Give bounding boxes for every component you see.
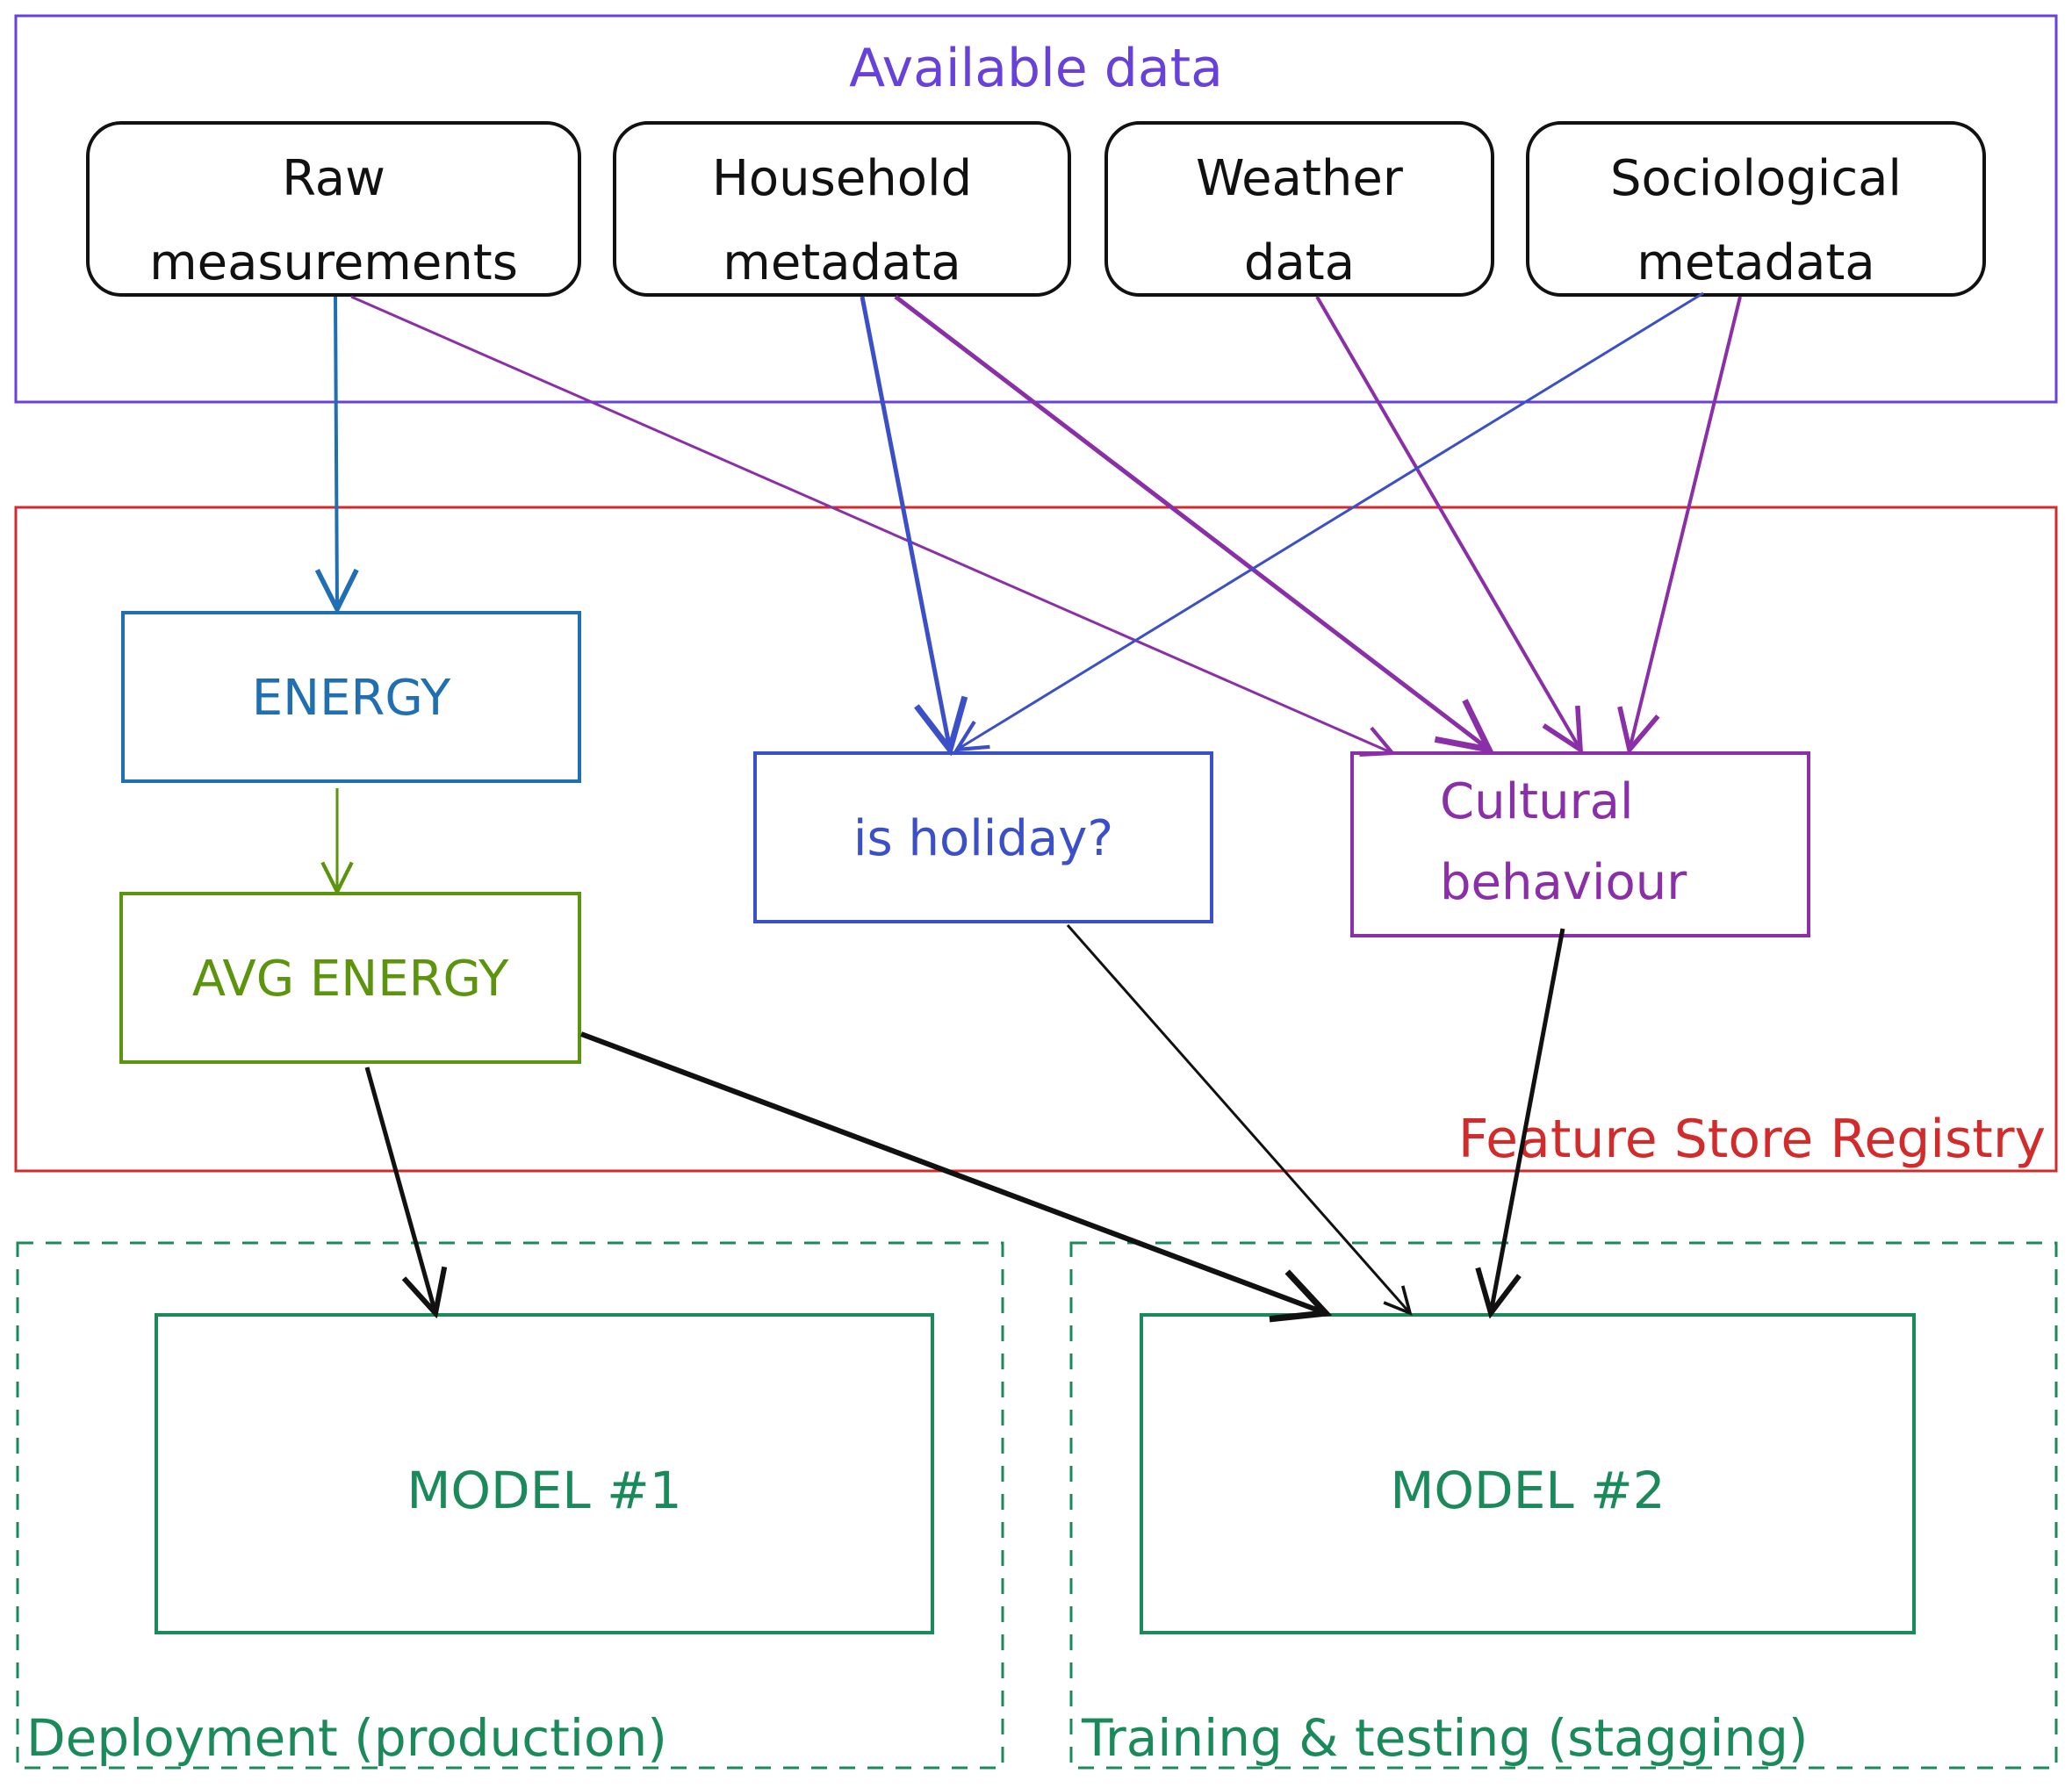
feature-is-holiday-label: is holiday? [853, 810, 1113, 867]
feature-store-registry-frame [14, 506, 2058, 1173]
arrow-sociological-to-cultural [1630, 296, 1742, 750]
deployment-production-label: Deployment (production) [26, 1708, 667, 1768]
source-household-metadata[interactable]: Household metadata [613, 121, 1071, 297]
feature-cultural-behaviour[interactable]: Cultural behaviour [1350, 751, 1810, 937]
feature-energy-label: ENERGY [252, 670, 451, 727]
feature-energy[interactable]: ENERGY [121, 611, 581, 783]
source-label-line2: data [1244, 234, 1355, 291]
arrow-raw-to-cultural [350, 295, 1392, 753]
source-weather-data[interactable]: Weather data [1104, 121, 1494, 297]
deployment-production-frame [16, 1241, 1004, 1770]
arrow-holiday-to-model-2 [1066, 924, 1410, 1313]
model-2-label: MODEL #2 [1390, 1461, 1665, 1520]
source-label-line1: Raw [282, 150, 385, 207]
source-raw-measurements[interactable]: Raw measurements [86, 121, 581, 297]
feature-cultural-label-line1: Cultural [1440, 773, 1634, 830]
source-label-line1: Sociological [1610, 150, 1902, 207]
available-data-group: Available data Raw measurements Househol… [14, 14, 2058, 404]
deployment-production-group: MODEL #1 Deployment (production) [16, 1241, 1004, 1770]
feature-avg-energy-label: AVG ENERGY [192, 951, 509, 1008]
model-1[interactable]: MODEL #1 [155, 1313, 934, 1634]
arrow-weather-to-cultural [1315, 295, 1580, 750]
training-staging-group: MODEL #2 Training & testing (stagging) [1069, 1241, 2058, 1770]
arrow-cultural-to-model-2 [1491, 928, 1565, 1313]
feature-avg-energy[interactable]: AVG ENERGY [119, 892, 581, 1064]
source-label-line2: metadata [1637, 234, 1874, 291]
model-2[interactable]: MODEL #2 [1140, 1313, 1916, 1634]
source-label-line1: Weather [1196, 150, 1404, 207]
arrow-raw-to-energy [335, 296, 337, 609]
training-staging-label: Training & testing (stagging) [1081, 1708, 1809, 1768]
source-label-line2: measurements [149, 234, 518, 291]
source-label-line1: Household [712, 150, 972, 207]
arrow-sociological-to-holiday [957, 291, 1704, 750]
arrow-household-to-holiday [860, 296, 950, 750]
model-1-label: MODEL #1 [406, 1461, 681, 1520]
feature-is-holiday[interactable]: is holiday? [753, 751, 1213, 923]
available-data-title: Available data [849, 38, 1223, 99]
training-staging-frame [1069, 1241, 2058, 1770]
source-label-line2: metadata [723, 234, 960, 291]
arrow-avg-energy-to-model-1 [364, 1066, 435, 1313]
connectors [335, 291, 1742, 1313]
arrow-avg-energy-to-model-2 [579, 1031, 1326, 1313]
arrow-household-to-cultural [894, 295, 1489, 750]
feature-store-registry-title: Feature Store Registry [1458, 1109, 2046, 1170]
feature-store-registry-group: Feature Store Registry ENERGY AVG ENERGY… [14, 506, 2058, 1173]
source-sociological-metadata[interactable]: Sociological metadata [1526, 121, 1986, 297]
feature-cultural-label-line2: behaviour [1440, 854, 1687, 911]
